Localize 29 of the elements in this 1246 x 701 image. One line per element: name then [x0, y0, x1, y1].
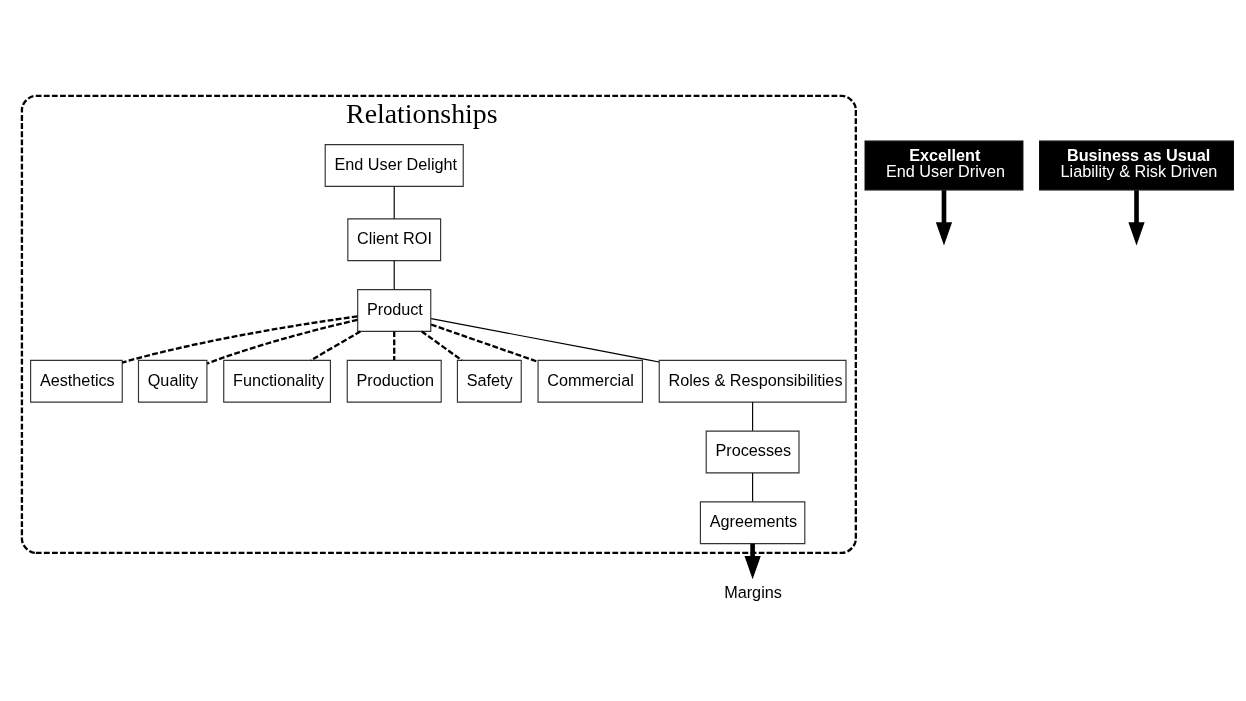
node-box: Agreements [699, 501, 806, 545]
node-box: Safety [456, 359, 522, 403]
node-box: Functionality [223, 359, 331, 403]
connector [430, 318, 660, 363]
connector [393, 331, 396, 361]
node-box: Excellent End User Driven [864, 140, 1024, 191]
node-box: Quality [137, 359, 208, 403]
connector [393, 186, 395, 220]
connector [393, 260, 395, 290]
arrow [1128, 190, 1145, 246]
connector [752, 472, 754, 503]
connector [206, 318, 358, 365]
arrow [744, 543, 761, 580]
node-box: Business as Usual Liability & Risk Driven [1039, 140, 1234, 191]
connector [121, 315, 358, 364]
connector [430, 323, 539, 363]
connector [310, 330, 361, 362]
arrow [935, 190, 953, 246]
node-box: Client ROI [347, 218, 442, 262]
node-box: Commercial [537, 359, 643, 403]
connector [421, 330, 463, 362]
node-box: Processes [705, 430, 800, 474]
connector [752, 401, 754, 432]
node-box: Roles & Responsibilities [658, 359, 847, 403]
node-box: Aesthetics [30, 359, 123, 403]
node-box: Product [357, 289, 432, 332]
node-box: Production [346, 359, 442, 403]
node-text: Margins [724, 582, 782, 601]
node-box: End User Delight [324, 144, 464, 187]
